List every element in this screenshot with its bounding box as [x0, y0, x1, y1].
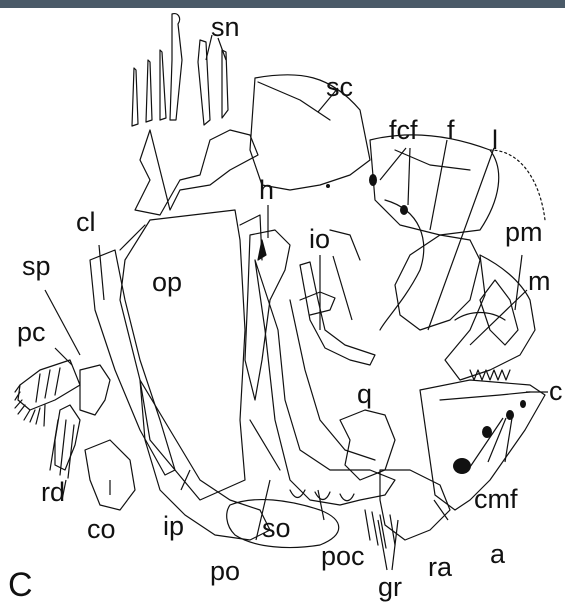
- label-sp: sp: [22, 253, 51, 280]
- label-po: po: [210, 558, 240, 585]
- pectoral-fin: [15, 360, 80, 426]
- label-cl: cl: [76, 209, 96, 236]
- label-co: co: [87, 516, 116, 543]
- label-io: io: [309, 226, 330, 253]
- interopercle: [140, 380, 270, 540]
- teeth: [470, 370, 510, 380]
- cmf-foramen-1: [453, 458, 471, 474]
- scapula: [80, 365, 110, 415]
- label-op: op: [152, 269, 182, 296]
- frontal-bone: [370, 135, 499, 235]
- label-cmf: cmf: [474, 486, 518, 513]
- label-sc: sc: [326, 74, 353, 101]
- lateral-ethmoid: [395, 235, 480, 330]
- label-poc: poc: [321, 543, 365, 570]
- poc-notches: [290, 490, 354, 501]
- label-q: q: [357, 381, 372, 408]
- fcf-foramen-2: [400, 205, 408, 215]
- label-ra: ra: [428, 554, 452, 581]
- label-ip: ip: [163, 513, 184, 540]
- articular: [380, 470, 450, 540]
- label-gr: gr: [378, 574, 402, 601]
- label-c: c: [549, 378, 563, 405]
- radials: [55, 405, 80, 470]
- label-pc: pc: [17, 319, 46, 346]
- label-f: f: [447, 117, 455, 144]
- label-m: m: [528, 268, 551, 295]
- fcf-foramen-1: [369, 174, 377, 186]
- photo-strip: [0, 0, 565, 8]
- label-a: a: [490, 541, 505, 568]
- label-so: so: [262, 515, 291, 542]
- hyomandibular: [245, 230, 290, 400]
- panel-letter: C: [8, 568, 33, 602]
- infraorbitals: [300, 262, 375, 365]
- label-l: l: [492, 127, 498, 154]
- label-pm: pm: [505, 219, 543, 246]
- cmf-foramen-3: [506, 410, 514, 420]
- label-h: h: [259, 177, 274, 204]
- preopercle: [255, 260, 395, 505]
- label-sn: sn: [211, 14, 240, 41]
- pterygiophores: [135, 130, 258, 215]
- coracoid: [85, 440, 135, 510]
- label-fcf: fcf: [389, 117, 418, 144]
- cmf-foramen-4: [520, 400, 526, 408]
- label-rd: rd: [41, 479, 65, 506]
